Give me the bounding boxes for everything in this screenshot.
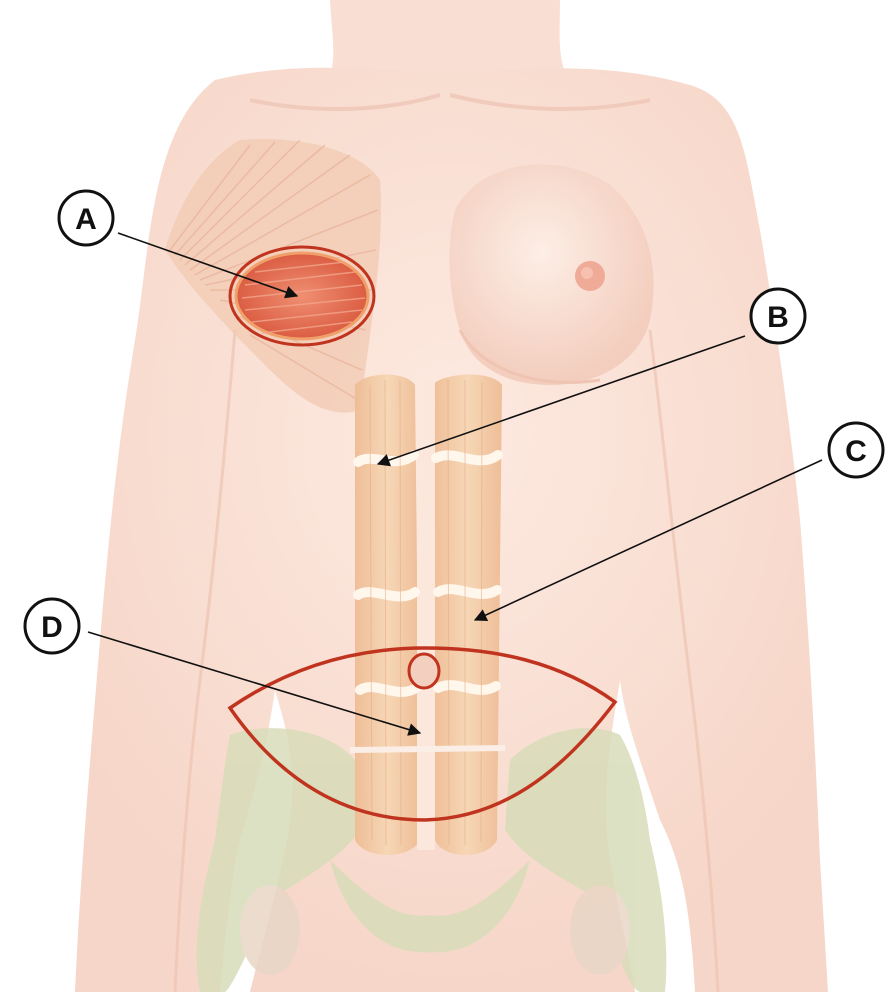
callout-a-label: A — [75, 203, 97, 236]
callout-c-label: C — [845, 435, 867, 468]
callout-b-label: B — [767, 301, 789, 334]
navel — [409, 654, 439, 688]
callout-d-label: D — [41, 611, 63, 644]
callout-c: C — [829, 423, 883, 477]
callout-b: B — [751, 289, 805, 343]
callout-d: D — [25, 599, 79, 653]
muscle-excision-ellipse — [230, 247, 374, 345]
callout-a: A — [59, 191, 113, 245]
